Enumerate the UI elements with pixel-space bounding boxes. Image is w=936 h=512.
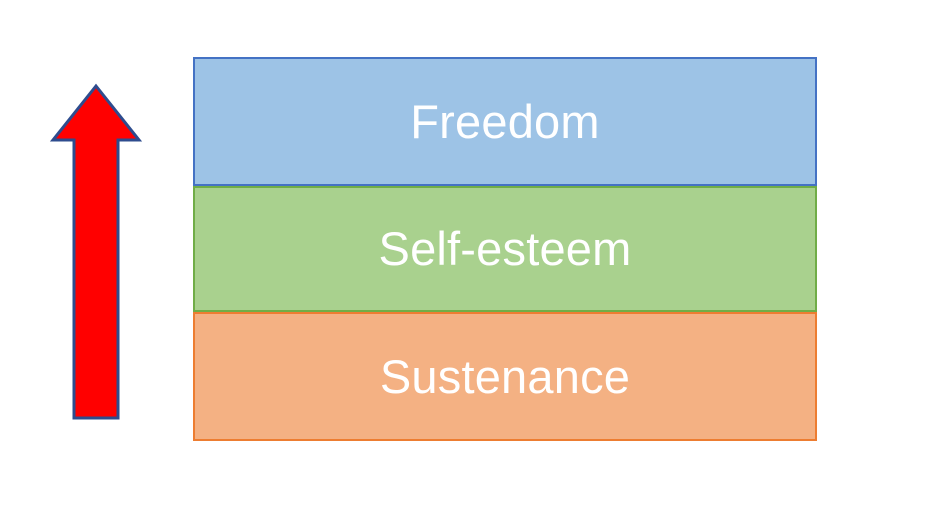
- level-label-self-esteem: Self-esteem: [378, 222, 632, 276]
- level-band-self-esteem[interactable]: Self-esteem: [193, 186, 817, 312]
- level-stack: Freedom Self-esteem Sustenance: [193, 57, 817, 441]
- arrow-shape: [49, 83, 143, 420]
- upward-arrow-icon: [49, 83, 143, 420]
- upward-arrow: [49, 82, 143, 422]
- level-label-freedom: Freedom: [410, 94, 600, 148]
- level-label-sustenance: Sustenance: [379, 349, 631, 403]
- level-band-sustenance[interactable]: Sustenance: [193, 312, 817, 441]
- level-band-freedom[interactable]: Freedom: [193, 57, 817, 186]
